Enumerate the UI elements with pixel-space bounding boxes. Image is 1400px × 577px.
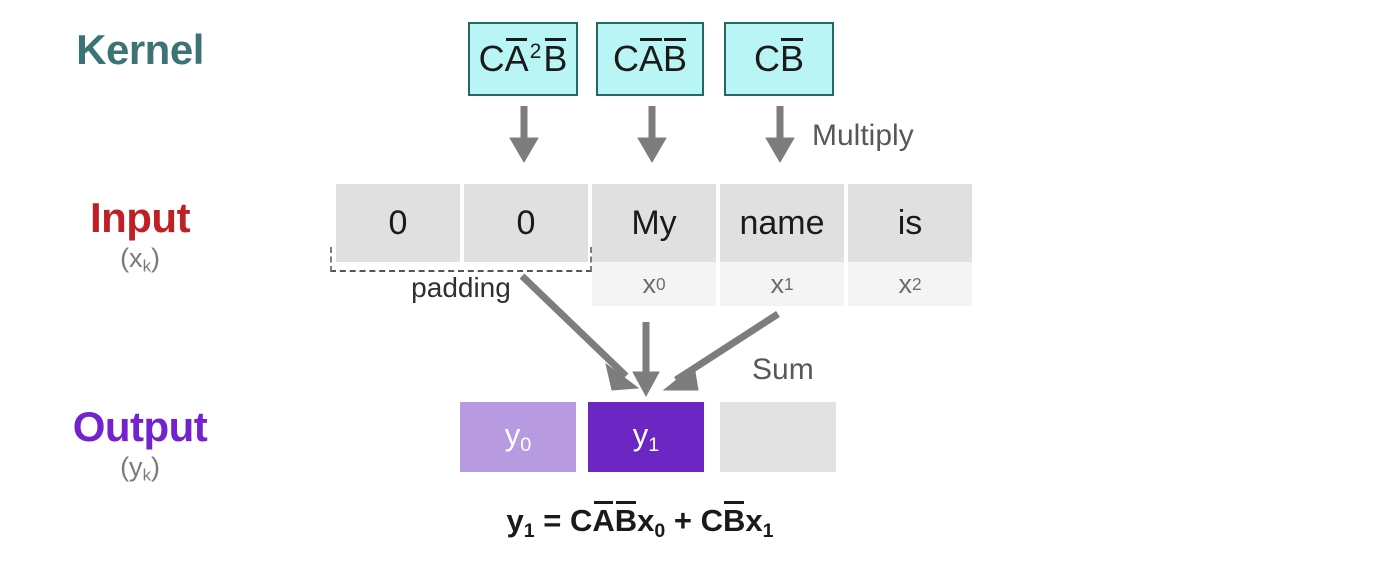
output-cell-1-text: y1 xyxy=(633,417,660,457)
input-token-4: is xyxy=(848,184,972,262)
kernel-box-2: CB xyxy=(724,22,834,96)
multiply-arrows-group xyxy=(509,106,795,163)
kernel-1-a-bar: A xyxy=(638,38,663,79)
row-label-kernel: Kernel xyxy=(10,26,270,73)
padding-label: padding xyxy=(411,272,511,303)
output-sublabel-sub: k xyxy=(142,465,151,485)
input-index-sub-4: 2 xyxy=(911,273,922,294)
row-label-output: Output (yk) xyxy=(10,403,270,486)
output-1-index: 1 xyxy=(648,433,660,456)
multiply-arrow-2 xyxy=(765,106,795,163)
kernel-box-0: CA2B xyxy=(468,22,578,96)
formula-term1-index: 0 xyxy=(654,520,666,543)
sum-label: Sum xyxy=(752,353,814,386)
row-label-input: Input (xk) xyxy=(10,194,270,277)
kernel-0-a-bar: A xyxy=(504,38,529,79)
input-token-0: 0 xyxy=(336,184,460,262)
kernel-0-b-bar: B xyxy=(543,38,568,79)
multiply-arrow-1 xyxy=(637,106,667,163)
input-label-text: Input xyxy=(89,194,191,241)
multiply-label: Multiply xyxy=(812,119,914,152)
kernel-expression-1: CAB xyxy=(612,38,688,79)
formula-term1-a-bar: A xyxy=(592,500,615,538)
output-cell-2-empty xyxy=(720,402,836,472)
output-formula: y1 = CABx0 + CBx1 xyxy=(360,500,920,543)
input-cell-0: 0 xyxy=(336,184,460,306)
input-sublabel-open: (x xyxy=(120,243,143,274)
padding-bracket xyxy=(330,247,592,272)
input-token-3: name xyxy=(720,184,844,262)
kernel-1-c: C xyxy=(612,38,639,79)
kernel-1-b-bar: B xyxy=(663,38,688,79)
formula-term1-x: x xyxy=(637,503,655,538)
output-label-text: Output xyxy=(72,403,208,450)
input-token-2: My xyxy=(592,184,716,262)
input-sublabel-sub: k xyxy=(142,256,151,276)
input-label-sublabel: (xk) xyxy=(10,242,270,277)
multiply-arrow-0 xyxy=(509,106,539,163)
kernel-label-text: Kernel xyxy=(76,26,204,73)
kernel-expression-2: CB xyxy=(753,38,804,79)
kernel-2-b-bar: B xyxy=(779,38,804,79)
output-0-y: y xyxy=(504,417,521,453)
formula-lhs: y xyxy=(506,503,524,538)
input-token-1: 0 xyxy=(464,184,588,262)
formula-equals: = xyxy=(543,503,562,538)
formula-term2-b-bar: B xyxy=(723,500,746,538)
formula-term2-index: 1 xyxy=(762,520,774,543)
formula-term1-c: C xyxy=(569,503,593,538)
output-label-sublabel: (yk) xyxy=(10,451,270,486)
formula-plus: + xyxy=(673,503,692,538)
formula-lhs-index: 1 xyxy=(523,520,535,543)
kernel-2-c: C xyxy=(753,38,780,79)
kernel-0-exponent: 2 xyxy=(529,40,542,64)
output-cell-1: y1 xyxy=(588,402,704,472)
output-0-index: 0 xyxy=(520,433,532,456)
kernel-0-c: C xyxy=(478,38,505,79)
formula-term1-b-bar: B xyxy=(614,500,638,538)
output-sublabel-close: ) xyxy=(150,452,160,483)
input-index-sub-3: 1 xyxy=(783,273,794,294)
input-sublabel-close: ) xyxy=(150,243,160,274)
input-index-sub-2: 0 xyxy=(655,273,666,294)
output-cell-0-text: y0 xyxy=(505,417,532,457)
formula-term2-c: C xyxy=(700,503,723,538)
sum-arrow-center-vertical xyxy=(632,322,660,398)
formula-term2-x: x xyxy=(745,503,763,538)
kernel-expression-0: CA2B xyxy=(478,38,568,79)
output-cell-0: y0 xyxy=(460,402,576,472)
input-cell-1: 0 xyxy=(464,184,588,306)
output-sublabel-open: (y xyxy=(120,452,143,483)
output-1-y: y xyxy=(632,417,649,453)
kernel-box-1: CAB xyxy=(596,22,704,96)
